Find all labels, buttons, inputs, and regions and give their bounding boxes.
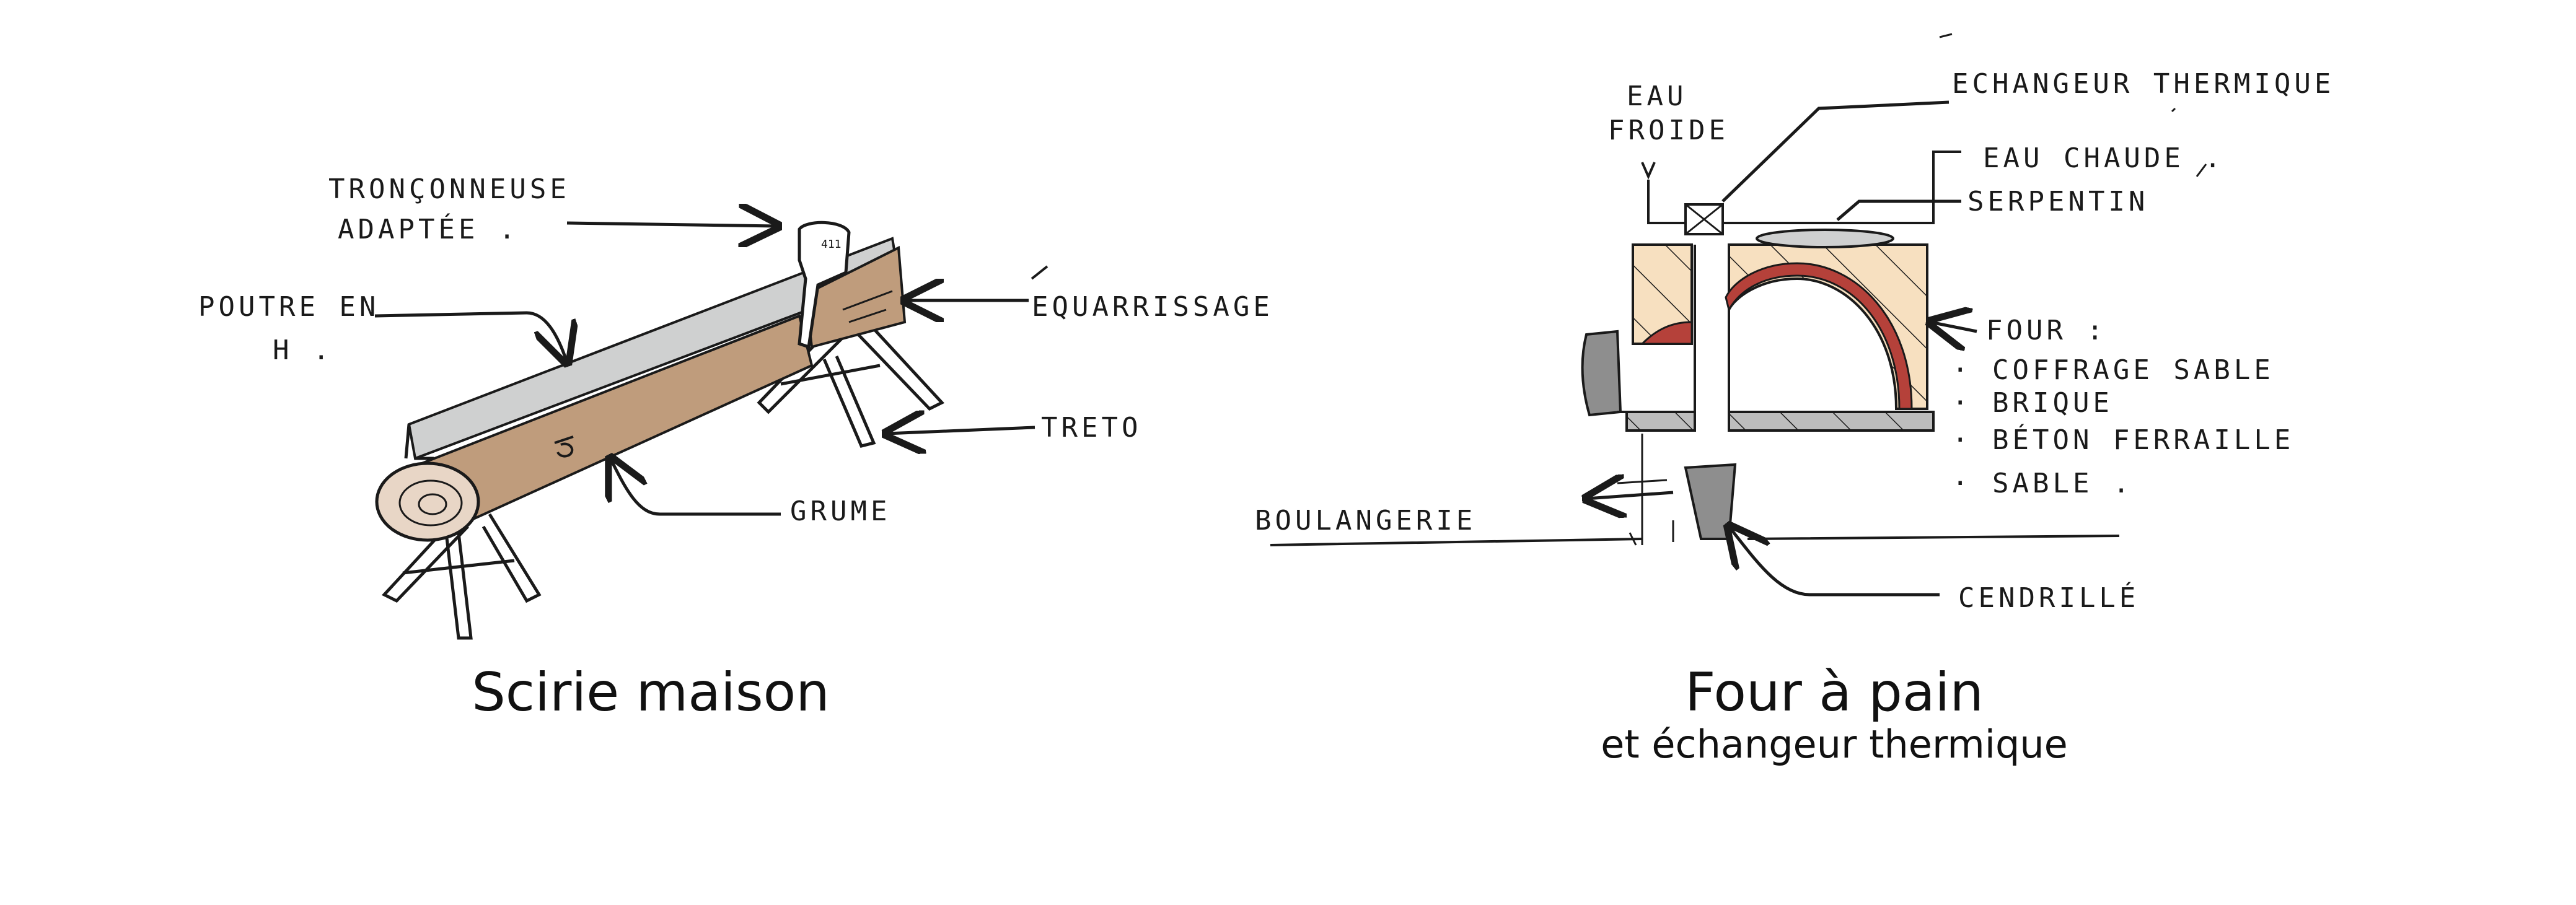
label-formwork: · COFFRAGE SABLE [1952,354,2274,386]
label-chainsaw-2: ADAPTÉE . [338,212,519,245]
label-trestle: TRETO [1041,412,1141,444]
label-beam-2: H . [273,334,333,366]
brick-arch [1725,262,1913,410]
label-bakery: BOULANGERIE [1255,505,1476,536]
label-concrete: · BÉTON FERRAILLE [1952,423,2294,456]
label-oven: FOUR : [1986,315,2107,346]
label-log: GRUME [790,496,890,527]
caption-oven: Four à pain [1685,662,1984,724]
label-cold-water-1: EAU [1627,81,1687,112]
subcaption-oven: et échangeur thermique [1601,722,2068,767]
label-heat-exchanger: ECHANGEUR THERMIQUE [1952,68,2334,100]
label-brick: · BRIQUE [1952,387,2113,419]
label-ash-pit: CENDRILLÉ [1958,581,2139,614]
log-end [375,461,480,542]
label-squaring: EQUARRISSAGE [1032,291,1273,323]
chainsaw [798,221,851,349]
label-sand: · SABLE . [1952,468,2133,499]
front-trestle [381,513,542,640]
oven-sketch: EAU FROIDE ECHANGEUR THERMIQUE EAU CHAUD… [1255,33,2334,614]
coil [1756,229,1894,248]
label-cold-water-2: FROIDE [1608,115,1729,146]
label-coil: SERPENTIN [1967,186,2148,217]
oven-door-stone [1581,330,1622,417]
sawmill-sketch: 411 TRONÇONNEUSE ADAPTÉE . POUTRE EN H .… [198,173,1273,640]
ash-pit [1684,463,1737,540]
label-beam-1: POUTRE EN [198,291,379,323]
svg-text:411: 411 [821,238,842,251]
label-chainsaw-1: TRONÇONNEUSE [328,173,570,205]
label-hot-water: EAU CHAUDE . [1983,142,2225,174]
caption-sawmill: Scirie maison [472,662,830,724]
